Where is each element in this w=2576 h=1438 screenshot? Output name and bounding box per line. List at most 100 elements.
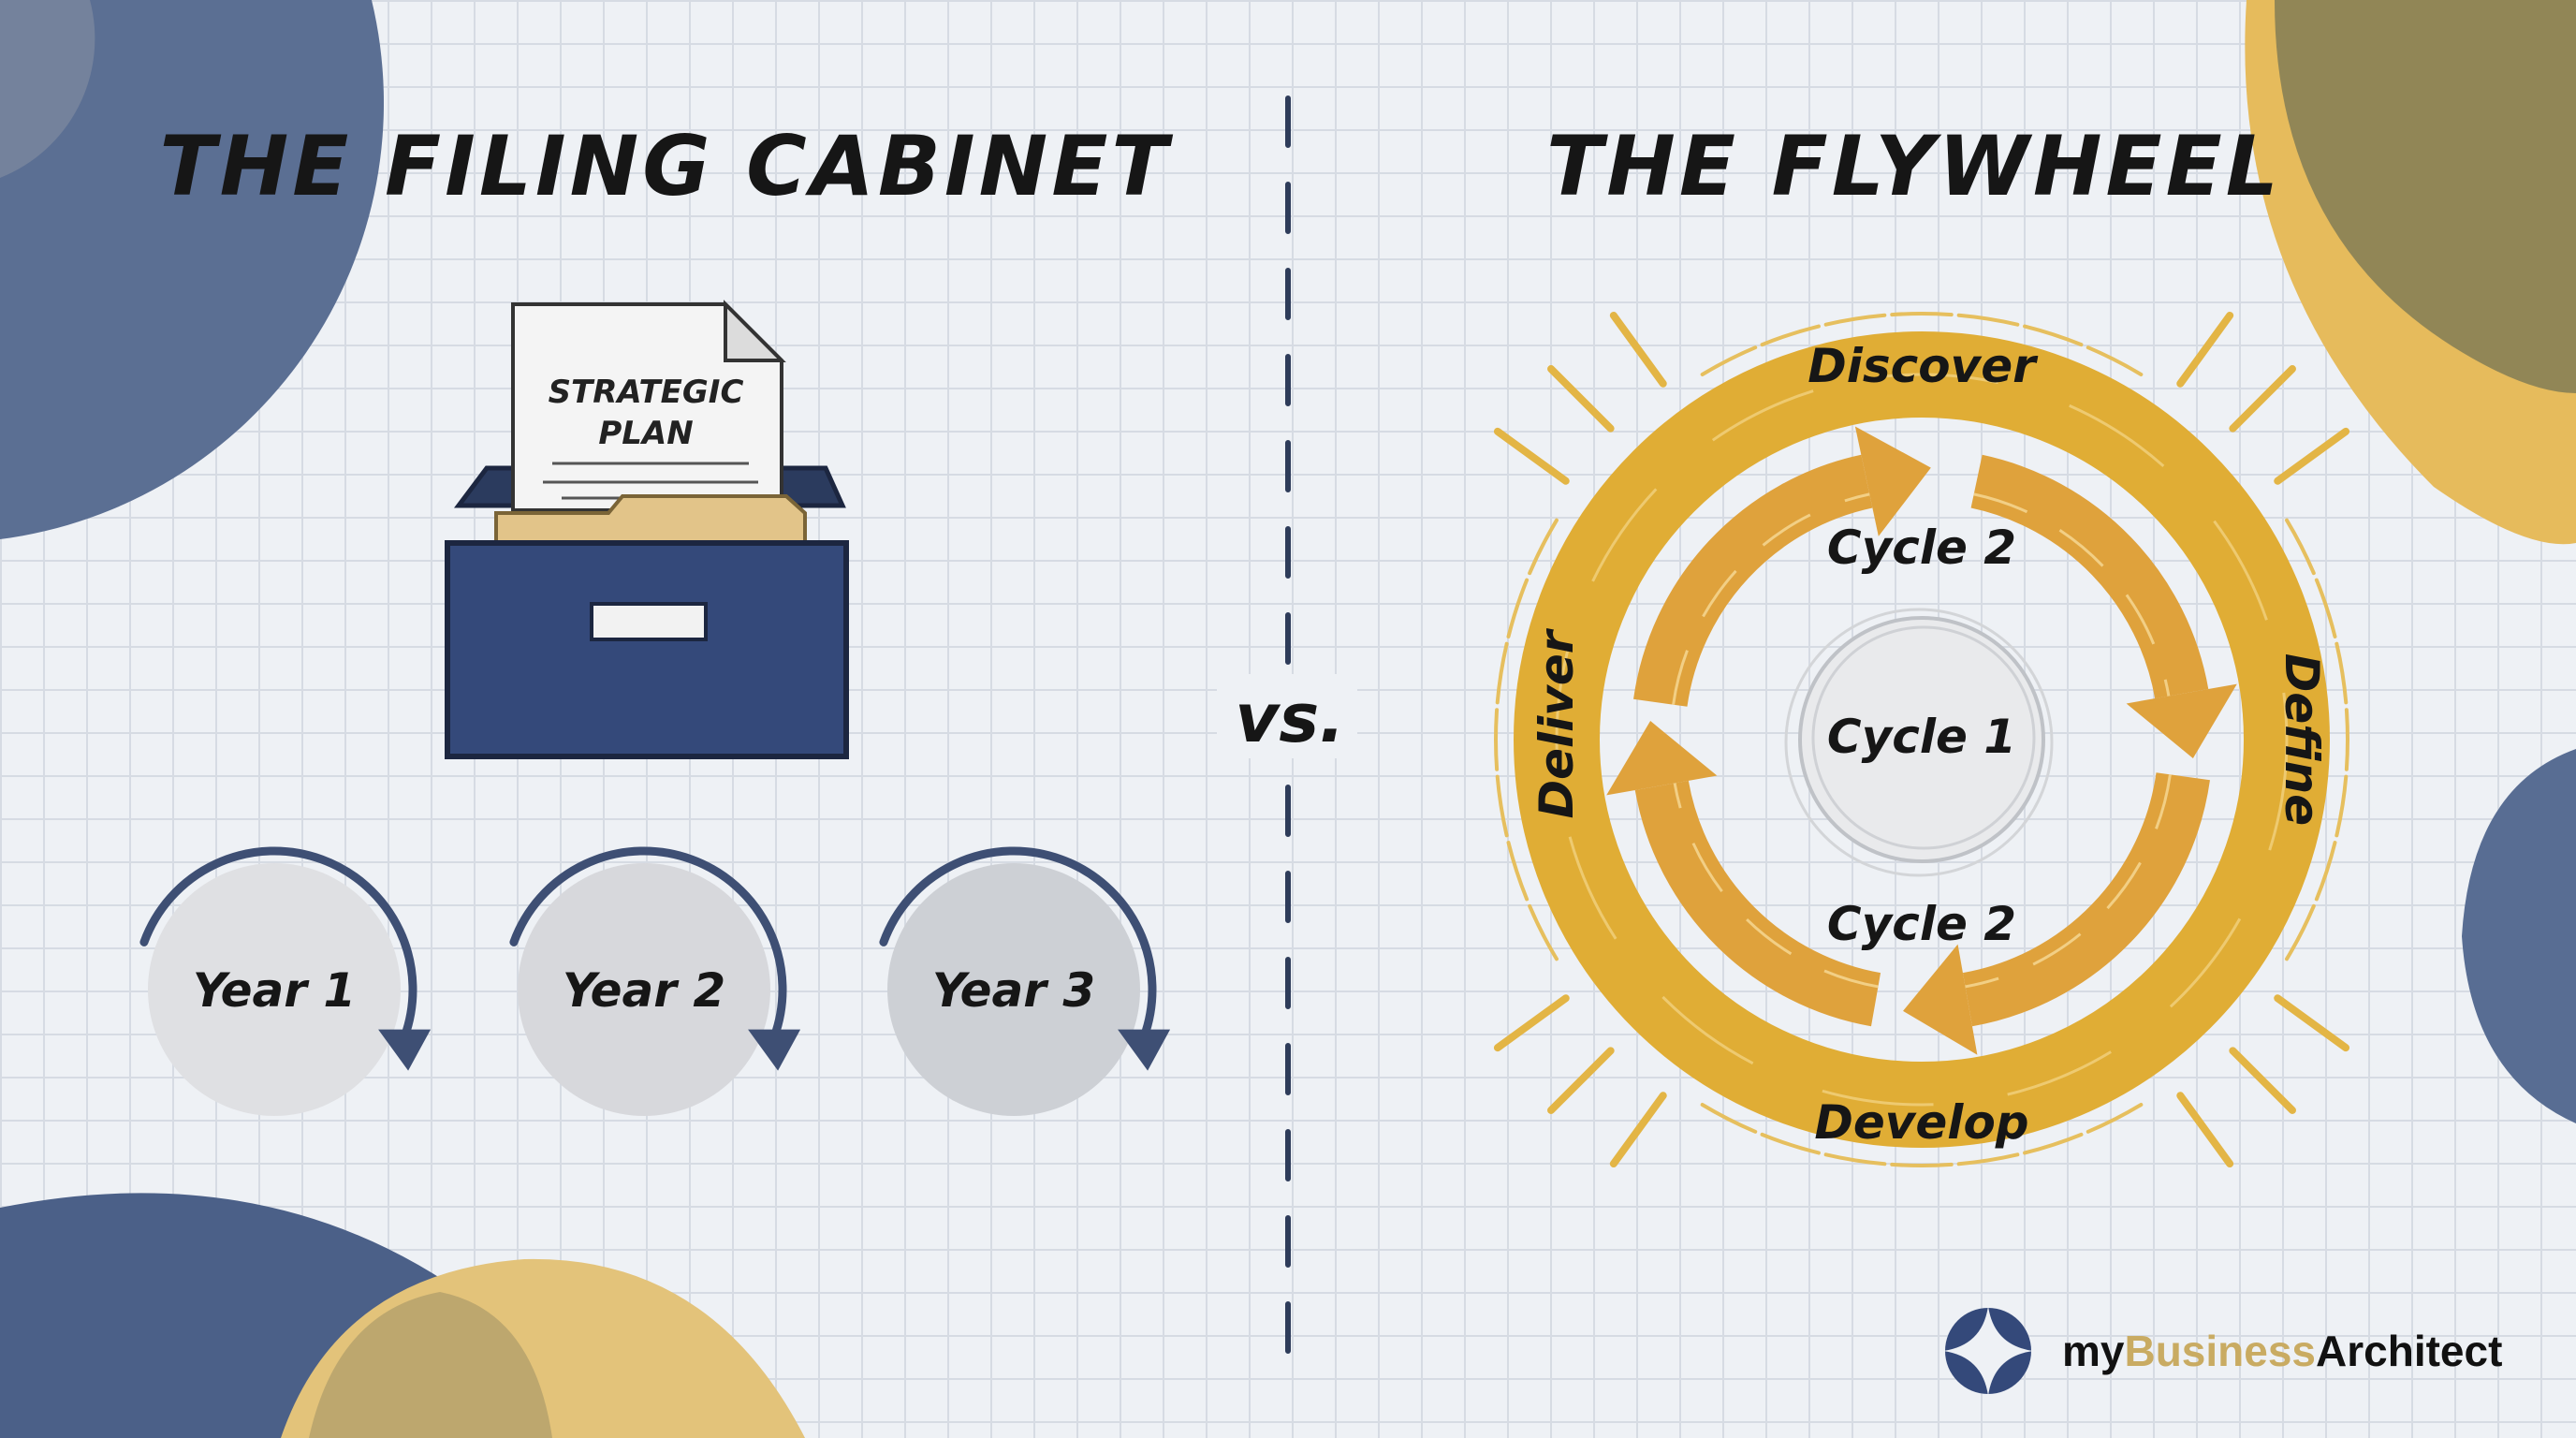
arrow-highlight — [1973, 492, 2171, 697]
motion-arc — [1700, 345, 1758, 376]
motion-arc — [1760, 324, 1821, 347]
vs-backdrop — [1217, 674, 1357, 758]
drawer-handle — [590, 602, 708, 641]
motion-arc — [2023, 1132, 2084, 1155]
motion-arc — [1890, 311, 1954, 317]
burst-line — [1493, 427, 1570, 485]
year-label: Year 3 — [932, 963, 1095, 1018]
core-ring — [1811, 625, 2036, 850]
arrow-shaft — [1633, 454, 1873, 708]
phase-discover: Discover — [1808, 339, 2039, 393]
blob-top-right-olive — [2275, 0, 2576, 393]
burst-line — [1547, 365, 1615, 433]
year-label: Year 2 — [563, 963, 725, 1018]
motion-arc — [2086, 1103, 2144, 1134]
arrow-shaft — [1970, 454, 2209, 699]
cycle-arrow — [1970, 454, 2237, 758]
motion-arc — [1506, 841, 1530, 902]
arrowhead-icon — [2126, 683, 2237, 758]
year-cycle-arc — [139, 846, 417, 1042]
cycle-arrow — [1606, 721, 1881, 1027]
year-circle-fill — [887, 863, 1140, 1116]
filing-cabinet-title: THE FILING CABINET — [160, 118, 1174, 214]
cycle-arrow — [1903, 771, 2210, 1055]
motion-arc — [2334, 641, 2349, 705]
arrowhead-icon — [748, 1029, 801, 1071]
burst-line — [2274, 994, 2350, 1052]
motion-arc — [2086, 345, 2144, 376]
inner-cycle-arrows — [1606, 426, 2237, 1055]
document-label-line-2: PLAN — [598, 415, 693, 452]
motion-arc — [2314, 841, 2337, 902]
arrow-shaft — [1962, 771, 2210, 1027]
cycle-1-core — [1784, 608, 2054, 877]
motion-arc — [1956, 313, 2020, 327]
cycle-arrow — [1633, 426, 1931, 708]
motion-arc — [1528, 903, 1559, 961]
phase-develop: Develop — [1814, 1095, 2028, 1150]
drawer-front — [445, 540, 849, 759]
burst-line — [2229, 1047, 2296, 1114]
year-circle: Year 2 — [509, 846, 801, 1116]
motion-arc — [1528, 518, 1559, 576]
cycle-1-label: Cycle 1 — [1827, 710, 2016, 764]
arrowhead-icon — [378, 1029, 432, 1071]
burst-line — [2176, 1092, 2234, 1168]
logo-prefix: my — [2062, 1327, 2125, 1375]
burst-line — [2229, 365, 2296, 433]
logo-suffix: Architect — [2316, 1327, 2502, 1375]
year-circle: Year 3 — [879, 845, 1171, 1116]
ring-highlight — [1555, 373, 2289, 1107]
blob-right-navy — [2462, 749, 2576, 1123]
blob-top-left-light — [0, 0, 95, 178]
burst-line — [1493, 994, 1570, 1052]
blob-bottom-overlap — [309, 1292, 552, 1438]
motion-arc — [1890, 1162, 1954, 1167]
year-cycle-arc — [509, 846, 787, 1042]
document-label-line-1: STRATEGIC — [549, 374, 744, 411]
phase-define: Define — [2275, 653, 2329, 826]
cycle-2-top-label: Cycle 2 — [1827, 521, 2016, 575]
motion-arc — [2285, 518, 2316, 576]
motion-arc — [1956, 1152, 2020, 1167]
burst-line — [1609, 311, 1667, 388]
burst-line — [2274, 427, 2350, 485]
logo-wordmark: myBusinessArchitect — [2062, 1327, 2502, 1375]
core-circle — [1798, 616, 2045, 863]
arrowhead-icon — [1606, 721, 1718, 796]
arrowhead-icon — [1903, 944, 1978, 1055]
mybusinessarchitect-logo: myBusinessArchitect — [1943, 1306, 2502, 1396]
motion-arc — [1506, 578, 1530, 638]
arrow-highlight — [1965, 774, 2172, 989]
document-folded-corner — [724, 300, 786, 362]
year-circle-fill — [518, 863, 770, 1116]
year-circle-fill — [148, 863, 401, 1116]
blob-top-left — [0, 0, 385, 539]
arrow-highlight — [1672, 492, 1870, 705]
year-cycle-arc — [879, 845, 1157, 1042]
motion-arc — [1700, 1103, 1758, 1134]
core-ring — [1784, 608, 2054, 877]
motion-arc — [1760, 1132, 1821, 1155]
cycle-2-bottom-label: Cycle 2 — [1827, 897, 2016, 951]
motion-arc — [1494, 708, 1500, 771]
flywheel-title: THE FLYWHEEL — [1546, 118, 2282, 214]
burst-line — [2176, 311, 2234, 388]
motion-arc — [2344, 708, 2349, 771]
motion-arc — [1495, 641, 1509, 705]
year-circle: Year 1 — [139, 846, 432, 1116]
motion-arc — [2285, 903, 2316, 961]
motion-arc — [2023, 324, 2084, 347]
year-label: Year 1 — [193, 963, 356, 1018]
motion-lines — [1493, 311, 2350, 1168]
motion-arc — [1823, 1152, 1887, 1167]
year-circles: Year 1 Year 2 Year 3 — [139, 845, 1171, 1116]
filing-cabinet-drawer: STRATEGIC PLAN — [445, 300, 849, 759]
burst-line — [1609, 1092, 1667, 1168]
burst-line — [1547, 1047, 1615, 1114]
motion-arc — [2314, 578, 2337, 638]
motion-arc — [2334, 774, 2349, 838]
logo-highlight: Business — [2124, 1327, 2316, 1375]
